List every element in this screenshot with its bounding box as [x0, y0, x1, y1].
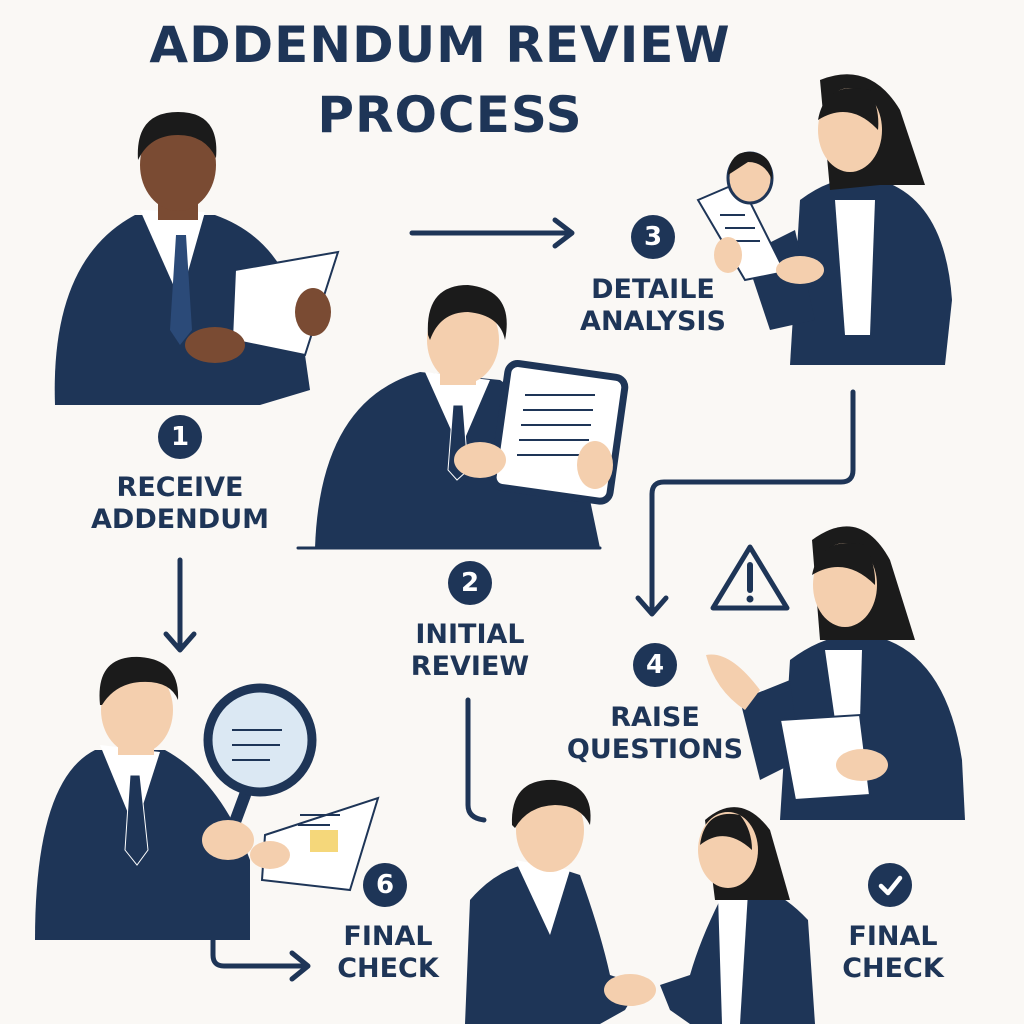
- step-2-label: INITIAL REVIEW: [350, 619, 590, 683]
- step-3-line-1: DETAILE: [591, 274, 715, 305]
- step-1-line-2: ADDENDUM: [91, 504, 269, 535]
- step-4-line-1: RAISE: [610, 702, 700, 733]
- step-4-line-2: QUESTIONS: [566, 734, 744, 765]
- check-icon: [868, 863, 912, 907]
- person-final-check-magnifier: [35, 656, 380, 940]
- person-detailed-analysis: [696, 74, 952, 365]
- connector-3-to-4: [635, 389, 856, 617]
- arrow-right-1-to-3: [409, 217, 575, 249]
- step-4-badge: 4: [633, 643, 677, 687]
- final-check-line-1: FINAL: [848, 921, 938, 952]
- step-6-line-2: CHECK: [337, 953, 439, 984]
- step-6-label: FINAL CHECK: [268, 921, 508, 985]
- step-1-label: RECEIVE ADDENDUM: [60, 472, 300, 536]
- arrow-down-1-to-6: [163, 557, 197, 653]
- final-check-line-2: CHECK: [842, 953, 944, 984]
- person-initial-review: [315, 285, 629, 548]
- title-line-2: PROCESS: [317, 86, 583, 144]
- step-2-line-1: INITIAL: [415, 619, 525, 650]
- step-6-badge: 6: [363, 863, 407, 907]
- final-check-label: FINAL CHECK: [773, 921, 1013, 985]
- step-1-badge: 1: [158, 415, 202, 459]
- step-3-label: DETAILE ANALYSIS: [533, 274, 773, 338]
- step-4-label: RAISE QUESTIONS: [535, 702, 775, 766]
- step-2-line-2: REVIEW: [410, 651, 530, 682]
- arrow-6-right: [210, 937, 311, 982]
- step-3-badge: 3: [631, 215, 675, 259]
- warning-icon: [710, 544, 790, 611]
- step-1-line-1: RECEIVE: [116, 472, 244, 503]
- handshake-illustration: [465, 779, 815, 1024]
- magnifier-icon: [203, 683, 317, 797]
- step-6-line-1: FINAL: [343, 921, 433, 952]
- sticky-note: [310, 830, 338, 852]
- title-line-1: ADDENDUM REVIEW: [149, 16, 731, 74]
- person-raising-questions: [706, 526, 965, 820]
- person-receiving-addendum: [54, 112, 340, 405]
- step-3-line-2: ANALYSIS: [580, 306, 726, 337]
- connector-2-down: [465, 697, 487, 823]
- step-2-badge: 2: [448, 561, 492, 605]
